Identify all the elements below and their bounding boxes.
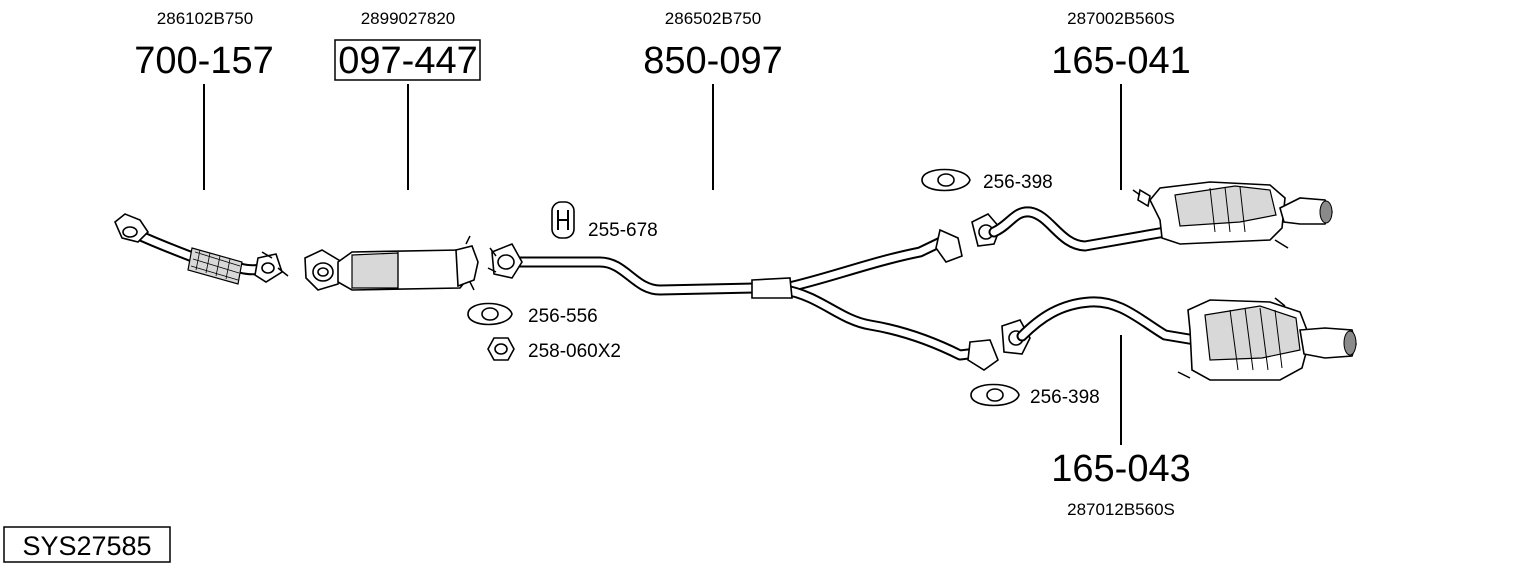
oem-number-middle-pipe: 286502B750 [665, 9, 761, 28]
accessory-label-nut: 258-060X2 [528, 341, 621, 362]
part-number-front-pipe[interactable]: 700-157 [134, 40, 273, 82]
pipe-junction [751, 277, 793, 299]
gasket-icon[interactable] [467, 302, 513, 326]
part-number-box [334, 39, 481, 81]
oem-number-catalyst: 2899027820 [361, 9, 456, 28]
part-number-catalyst[interactable]: 097-447 [338, 40, 477, 82]
middle-pipe-drawing[interactable] [487, 228, 999, 371]
accessory-label-gasket-upper: 256-398 [983, 172, 1053, 193]
gasket-icon[interactable] [970, 383, 1020, 407]
oem-number-rear-silencer-upper: 287002B560S [1067, 9, 1175, 28]
part-number-middle-pipe[interactable]: 850-097 [643, 40, 782, 82]
gasket-icon[interactable] [921, 168, 971, 192]
part-number-rear-silencer-upper[interactable]: 165-041 [1051, 40, 1190, 82]
accessory-label-gasket-catalyst: 256-556 [528, 306, 598, 327]
part-number-rear-silencer-lower[interactable]: 165-043 [1051, 448, 1190, 490]
oem-number-front-pipe: 286102B750 [157, 9, 253, 28]
accessory-label-hanger: 255-678 [588, 220, 658, 241]
system-code-box [3, 526, 171, 563]
oem-number-rear-silencer-lower: 287012B560S [1067, 500, 1175, 519]
accessory-label-gasket-lower: 256-398 [1030, 387, 1100, 408]
front-pipe-drawing[interactable] [114, 213, 289, 285]
catalyst-drawing[interactable] [304, 235, 479, 291]
rear-silencer-lower-drawing[interactable] [1001, 296, 1357, 381]
hex-nut-icon[interactable] [487, 337, 515, 361]
rear-silencer-upper-drawing[interactable] [971, 181, 1333, 252]
rubber-hanger-icon[interactable] [551, 201, 575, 239]
system-code: SYS27585 [22, 531, 151, 561]
